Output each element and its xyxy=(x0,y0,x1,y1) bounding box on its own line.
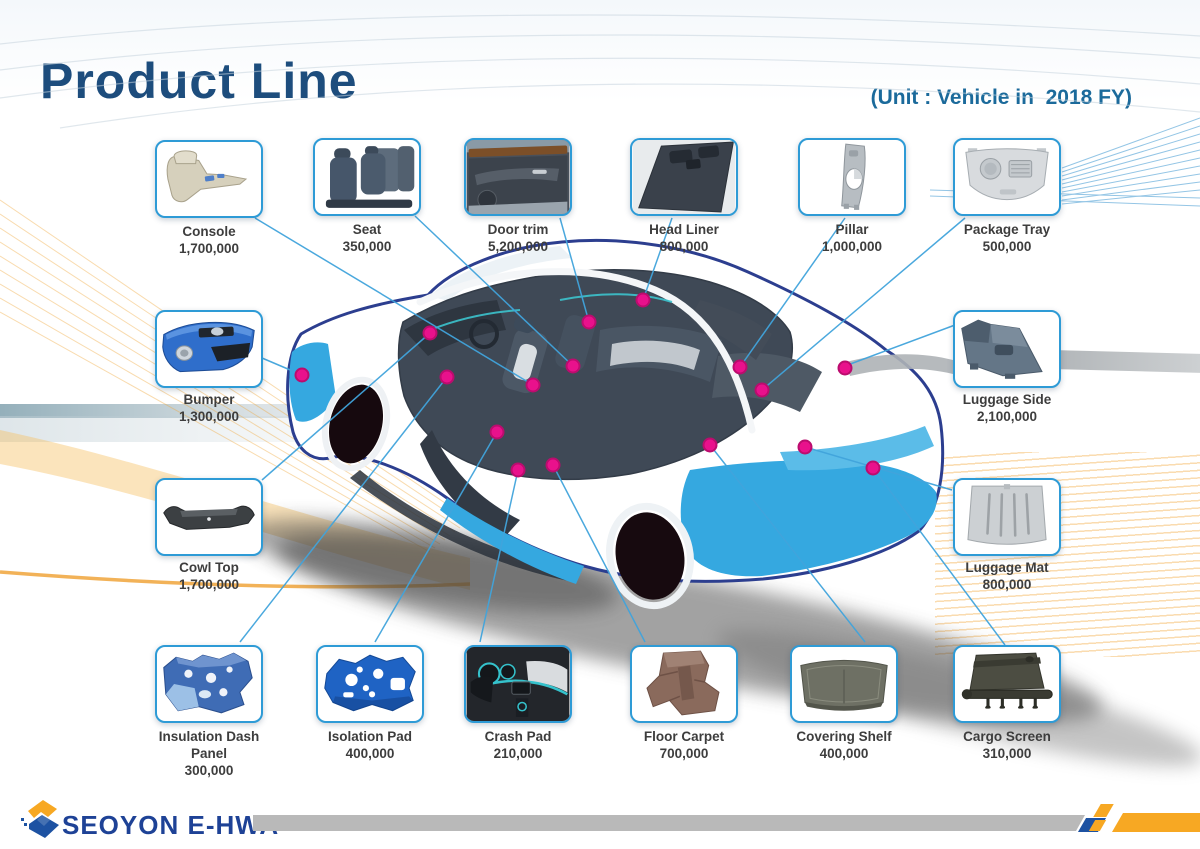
seats xyxy=(502,315,722,394)
product-name: Crash Pad xyxy=(484,729,552,744)
dashboard xyxy=(404,300,506,356)
door-sill xyxy=(420,430,520,540)
footer: SEOYON E-HWA xyxy=(0,790,1200,849)
product-value: 800,000 xyxy=(982,576,1032,592)
product-value: 1,000,000 xyxy=(821,238,883,254)
unit-note: (Unit : Vehicle in 2018 FY) xyxy=(870,86,1132,109)
product-card-cowltop xyxy=(155,478,263,556)
crashpad-image xyxy=(466,647,570,721)
packagetray-image xyxy=(965,148,1049,201)
product-card-console xyxy=(155,140,263,218)
product-card-floorcarpet xyxy=(630,645,738,723)
floorcarpet-image xyxy=(646,650,720,716)
product-value: 2,100,000 xyxy=(976,408,1038,424)
product-name: Door trim xyxy=(487,222,549,237)
product-value: 300,000 xyxy=(184,762,234,778)
blue-fan-lines xyxy=(929,117,1200,207)
product-name: Console xyxy=(182,224,236,239)
product-value: 210,000 xyxy=(493,745,543,761)
product-name: Floor Carpet xyxy=(643,729,725,744)
product-name: Bumper xyxy=(183,392,235,407)
product-card-pillar xyxy=(798,138,906,216)
product-value: 500,000 xyxy=(982,238,1032,254)
cowltop-image xyxy=(163,505,255,530)
product-value: 800,000 xyxy=(659,238,709,254)
console-image xyxy=(166,150,248,203)
product-card-seat xyxy=(313,138,421,216)
product-name: Head Liner xyxy=(649,222,719,237)
coveringshelf-image xyxy=(800,659,888,711)
seoyon-ehwa-logo-text: SEOYON E-HWA xyxy=(62,810,280,840)
connection-dots xyxy=(294,292,881,478)
product-name: Package Tray xyxy=(963,222,1051,237)
product-card-bumper xyxy=(155,310,263,388)
right-door-trim xyxy=(690,300,772,360)
product-card-crashpad xyxy=(464,645,572,723)
luggagemat-image xyxy=(967,484,1047,545)
product-card-isolation xyxy=(316,645,424,723)
product-value: 400,000 xyxy=(819,745,869,761)
product-card-luggagemat xyxy=(953,478,1061,556)
product-name: Luggage Side xyxy=(962,392,1052,407)
product-name: Covering Shelf xyxy=(796,729,892,744)
seoyon-ehwa-logo-icon xyxy=(21,800,59,838)
headliner-image xyxy=(632,140,736,214)
teal-accents xyxy=(429,293,673,331)
product-name: Seat xyxy=(352,222,382,237)
product-name: Luggage Mat xyxy=(965,560,1049,575)
insulation-image xyxy=(163,652,253,714)
footer-gray-bar xyxy=(253,815,1085,831)
roof-rail-band xyxy=(416,268,756,434)
product-name: Cowl Top xyxy=(179,560,239,575)
product-value: 1,700,000 xyxy=(178,576,240,592)
product-card-luggageside xyxy=(953,310,1061,388)
product-value: 400,000 xyxy=(345,745,395,761)
product-card-doortrim xyxy=(464,138,572,216)
product-value: 5,200,000 xyxy=(487,238,549,254)
seat-image xyxy=(325,146,415,208)
cargoscreen-image xyxy=(961,652,1053,709)
product-value: 700,000 xyxy=(659,745,709,761)
trunk-lip-accent xyxy=(780,426,934,471)
bumper-image xyxy=(162,321,255,373)
callout-lines xyxy=(239,215,1006,646)
top-arc-lines xyxy=(0,14,1200,129)
product-card-coveringshelf xyxy=(790,645,898,723)
product-card-insulation xyxy=(155,645,263,723)
product-value: 350,000 xyxy=(342,238,392,254)
steering-wheel xyxy=(469,319,499,349)
footer-yellow-slash-1 xyxy=(1093,804,1114,817)
product-value: 310,000 xyxy=(982,745,1032,761)
product-card-packagetray xyxy=(953,138,1061,216)
product-name: Insulation Dash Panel xyxy=(158,729,260,761)
isolation-image xyxy=(324,654,416,712)
page-title: Product Line xyxy=(40,53,358,109)
gray-swoosh xyxy=(846,354,953,376)
product-value: 1,300,000 xyxy=(178,408,240,424)
footer-orange-bar xyxy=(1112,813,1200,832)
luggageside-image xyxy=(961,319,1043,379)
pillar-image xyxy=(841,143,866,210)
product-name: Pillar xyxy=(835,222,869,237)
doortrim-image xyxy=(466,140,570,214)
product-name: Cargo Screen xyxy=(963,729,1051,744)
product-value: 1,700,000 xyxy=(178,240,240,256)
product-card-headliner xyxy=(630,138,738,216)
product-name: Isolation Pad xyxy=(327,729,412,744)
product-card-cargoscreen xyxy=(953,645,1061,723)
wheels xyxy=(321,376,694,610)
